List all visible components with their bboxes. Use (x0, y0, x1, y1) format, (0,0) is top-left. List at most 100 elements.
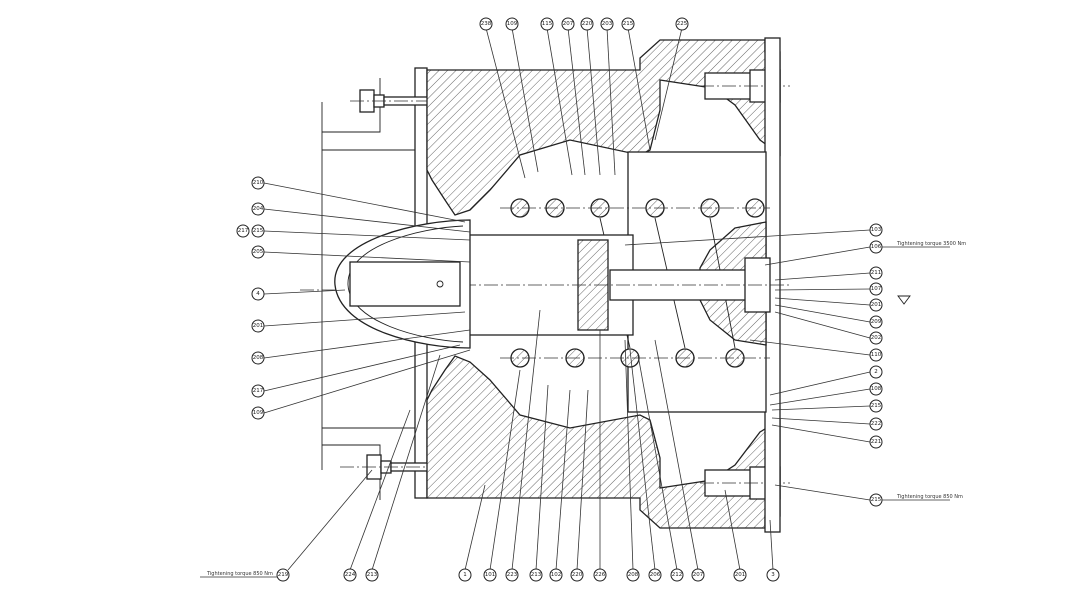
svg-text:204: 204 (253, 206, 264, 212)
drawing-body (300, 37, 790, 533)
svg-text:221: 221 (871, 439, 882, 445)
svg-text:215: 215 (623, 21, 634, 27)
svg-text:109: 109 (253, 410, 264, 416)
svg-text:108: 108 (871, 386, 882, 392)
callout-4[interactable]: 4 (251, 287, 346, 301)
callout-207-bottom[interactable]: 207 (654, 339, 705, 582)
svg-text:219: 219 (278, 572, 289, 578)
callout-102[interactable]: 102 (549, 389, 571, 582)
top-callouts: 238 109 115 207 220 203 215 225 (479, 17, 689, 179)
callout-2[interactable]: 2 (769, 365, 883, 396)
svg-text:107: 107 (871, 286, 882, 292)
callout-107[interactable]: 107 (774, 282, 883, 296)
callout-208-left[interactable]: 208 (251, 329, 471, 365)
callout-203[interactable]: 203 (600, 17, 616, 176)
piston-shaft (440, 234, 790, 336)
callout-211[interactable]: 211 (774, 266, 883, 281)
callout-115[interactable]: 115 (540, 17, 573, 176)
callout-110[interactable]: 110 (749, 339, 883, 362)
surface-mark-icon (897, 295, 911, 305)
callout-201-bottom[interactable]: 201 (724, 489, 747, 582)
callout-208-bottom[interactable]: 208 (624, 339, 640, 582)
callout-226[interactable]: 226 (593, 330, 607, 582)
svg-text:238: 238 (481, 21, 492, 27)
svg-text:206: 206 (650, 572, 661, 578)
svg-text:203: 203 (602, 21, 613, 27)
svg-text:211: 211 (871, 270, 882, 276)
svg-text:201: 201 (871, 302, 882, 308)
svg-text:207: 207 (563, 21, 574, 27)
svg-text:202: 202 (871, 335, 882, 341)
top-bolt-left (350, 89, 455, 113)
right-callouts: 103 106 211 107 201 209 202 110 2 108 21… (624, 223, 883, 507)
svg-text:210: 210 (253, 180, 264, 186)
svg-text:209: 209 (871, 319, 882, 325)
callout-220-bottom[interactable]: 220 (570, 389, 589, 582)
callout-238[interactable]: 238 (479, 17, 526, 179)
callout-201-right[interactable]: 201 (774, 297, 883, 312)
callout-101[interactable]: 101 (483, 369, 521, 582)
callout-204[interactable]: 204 (251, 202, 471, 233)
svg-text:212: 212 (672, 572, 683, 578)
svg-text:208: 208 (253, 355, 264, 361)
callout-223[interactable]: 223 (505, 309, 541, 582)
left-callouts: 210 204 217 215 205 4 201 208 217 109 (236, 176, 471, 420)
callout-212[interactable]: 212 (637, 354, 684, 582)
svg-text:223: 223 (507, 572, 518, 578)
svg-text:220: 220 (582, 21, 593, 27)
callout-106[interactable]: 106 (764, 240, 883, 266)
callout-222[interactable]: 222 (771, 417, 883, 431)
svg-text:215: 215 (871, 403, 882, 409)
callout-207[interactable]: 207 (561, 17, 586, 176)
svg-text:102: 102 (551, 572, 562, 578)
callout-109-left[interactable]: 109 (251, 349, 471, 420)
callout-103[interactable]: 103 (624, 223, 883, 246)
callout-220[interactable]: 220 (580, 17, 601, 176)
callout-221[interactable]: 221 (771, 424, 883, 449)
callout-215[interactable]: 215 (621, 17, 651, 151)
svg-text:110: 110 (871, 352, 882, 358)
svg-text:224: 224 (345, 572, 356, 578)
svg-text:103: 103 (871, 227, 882, 233)
svg-text:207: 207 (693, 572, 704, 578)
svg-text:215: 215 (253, 228, 264, 234)
svg-text:101: 101 (485, 572, 496, 578)
callout-215-bottom-right[interactable]: 215 (774, 484, 883, 507)
svg-text:222: 222 (871, 421, 882, 427)
callout-209[interactable]: 209 (774, 304, 883, 329)
callout-201-left[interactable]: 201 (251, 311, 466, 333)
svg-text:4: 4 (256, 291, 260, 297)
callout-205[interactable]: 205 (251, 245, 471, 263)
svg-text:201: 201 (735, 572, 746, 578)
svg-text:1: 1 (463, 572, 467, 578)
callout-109[interactable]: 109 (505, 17, 539, 173)
callout-210[interactable]: 210 (251, 176, 466, 223)
callout-213-left[interactable]: 213 (365, 354, 441, 582)
callout-224[interactable]: 224 (343, 409, 411, 582)
callout-3[interactable]: 3 (766, 519, 780, 582)
callout-108[interactable]: 108 (769, 382, 883, 406)
svg-text:2: 2 (874, 369, 878, 375)
svg-text:225: 225 (677, 21, 688, 27)
svg-text:205: 205 (253, 249, 264, 255)
callout-215-right[interactable]: 215 (771, 399, 883, 413)
svg-text:226: 226 (595, 572, 606, 578)
callout-215-left[interactable]: 215 (251, 224, 471, 241)
svg-text:201: 201 (253, 323, 264, 329)
callout-213-mid[interactable]: 213 (529, 384, 549, 582)
torque-note-top-right: Tightening torque 3500 Nm (896, 241, 966, 247)
callout-225[interactable]: 225 (654, 17, 689, 141)
callout-206[interactable]: 206 (629, 349, 662, 582)
svg-text:213: 213 (531, 572, 542, 578)
torque-notes: Tightening torque 3500 Nm Tightening tor… (200, 241, 966, 578)
callout-1[interactable]: 1 (458, 484, 486, 582)
callout-217-top[interactable]: 217 (236, 224, 250, 238)
housing-lower (426, 355, 790, 529)
callout-217-bottom[interactable]: 217 (251, 344, 461, 398)
svg-text:109: 109 (507, 21, 518, 27)
svg-text:115: 115 (542, 21, 553, 27)
callout-219[interactable]: 219 (276, 469, 373, 582)
svg-text:217: 217 (253, 388, 264, 394)
callout-202[interactable]: 202 (774, 311, 883, 345)
